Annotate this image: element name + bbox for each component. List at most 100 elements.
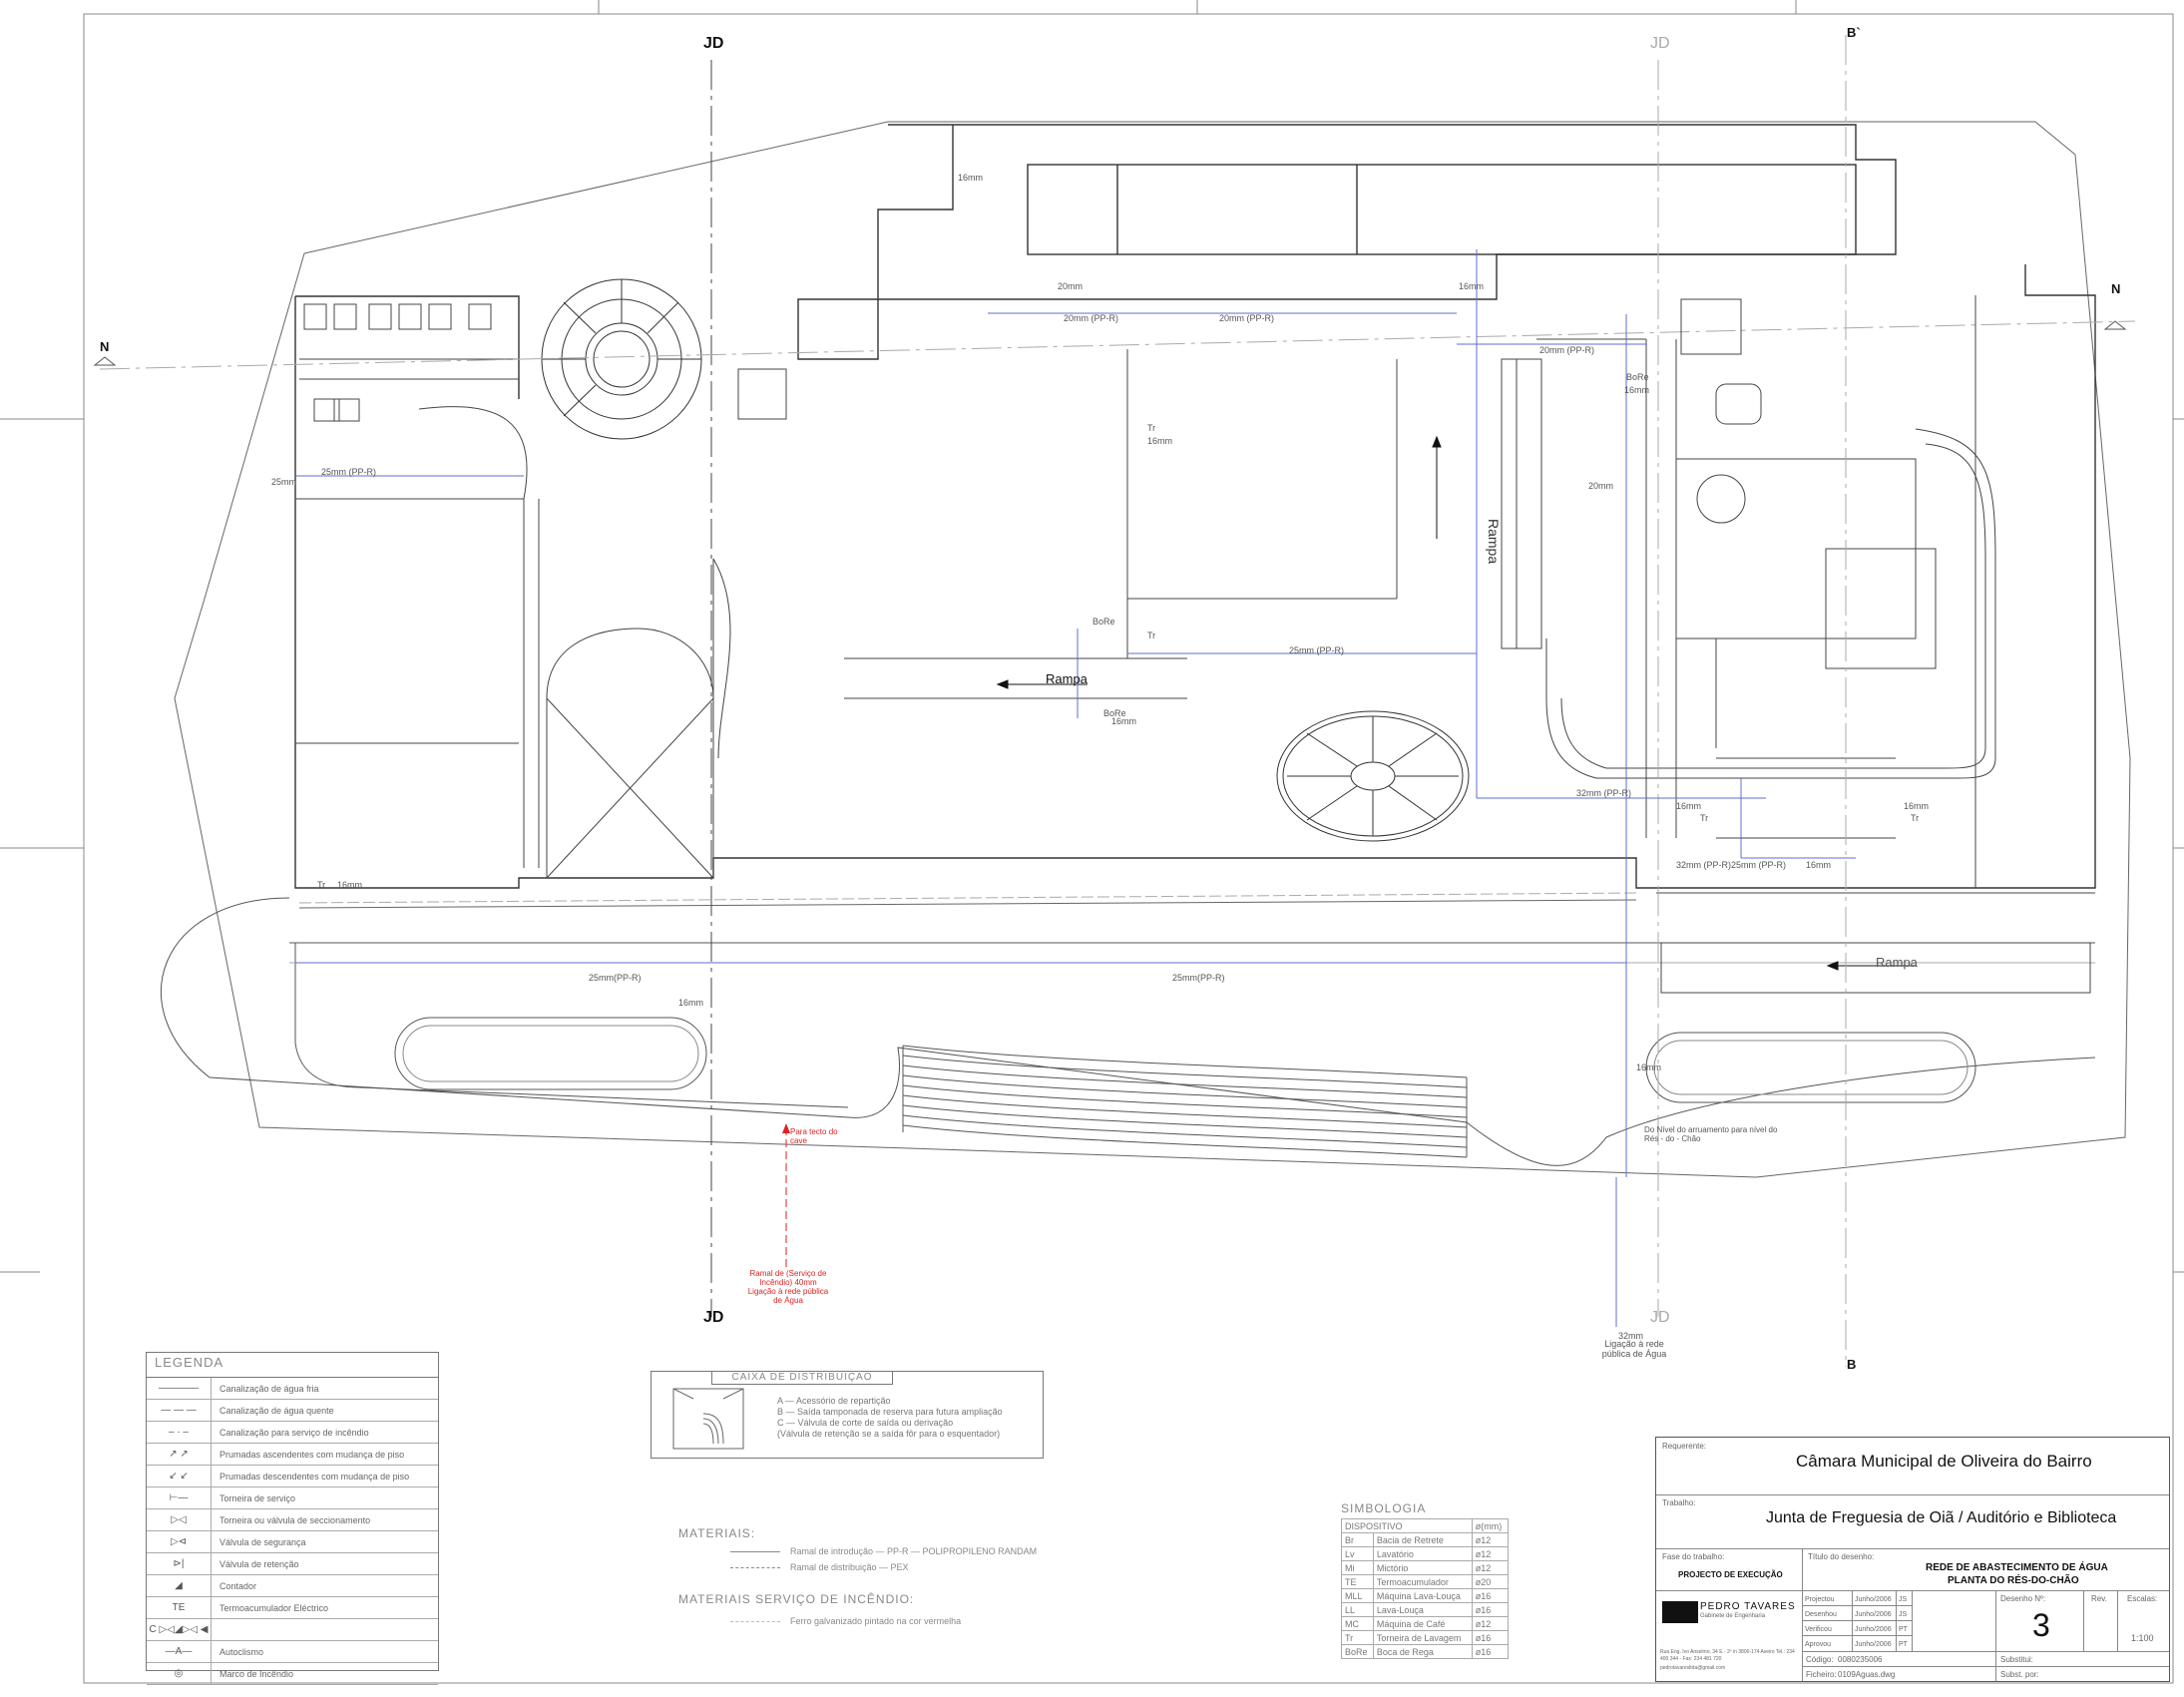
pipe-label-16-e: 16mm [1904,801,1930,811]
legend-text: Marco de Incêndio [219,1668,294,1679]
rampa-label-center: Rampa [1046,671,1088,686]
axis-b-prime: B` [1847,25,1861,40]
north-left: N [100,339,110,354]
legend-rows: ————Canalização de água fria— — —Canaliz… [147,1378,438,1685]
bore-label-1: BoRe [1092,617,1115,627]
pipe-label-25pr-south-1: 25mm(PP-R) [589,973,642,983]
tr-label-2: Tr [1147,631,1156,640]
tb-company: PEDRO TAVARES [1700,1601,1796,1612]
tb-titulo-1: REDE DE ABASTECIMENTO DE ÁGUA [1926,1562,2108,1573]
tb-titulo-label: Título do desenho: [1808,1552,1875,1561]
tb-substitui-label: Substitui: [2000,1655,2033,1664]
axis-jd-right-bottom: JD [1650,1309,1670,1326]
pipe-label-20pr-1: 20mm (PP-R) [1064,313,1119,323]
legend-symbol-icon: ◎ [147,1663,212,1684]
tb-rev-label: Rev. [2091,1594,2107,1603]
legend-text: Torneira de serviço [219,1492,296,1503]
caixa-item-a: A — Acessório de repartição [777,1396,891,1406]
pipe-label-25pr-south-2: 25mm(PP-R) [1172,973,1225,983]
legend-row: ⊳| Válvula de retenção [147,1553,438,1575]
simbologia-mm: ø16 [1471,1588,1510,1603]
pipe-label-16-c: 16mm [1636,1062,1662,1072]
pipe-label-32-a: 32mm [1618,1331,1644,1341]
simbologia-name: Termoacumulador [1372,1574,1473,1589]
simbologia-code: LL [1341,1602,1374,1617]
legend-row: ▷⊲Válvula de segurança [147,1531,438,1553]
tb-trabalho: Junta de Freguesia de Oiã / Auditório e … [1766,1509,2117,1526]
caixa-title: CAIXA DE DISTRIBUIÇÃO [711,1372,893,1385]
pipe-label-25pr-center: 25mm (PP-R) [1289,645,1345,655]
simbologia-mm: ø12 [1471,1532,1510,1547]
tb-titulo-2: PLANTA DO RÉS-DO-CHÃO [1948,1575,2079,1586]
legend-symbol-icon: ↙ ↙ [147,1466,212,1486]
pipe-label-16pr-top: 16mm [1459,281,1485,291]
simbologia-mm: ø20 [1471,1574,1510,1589]
tb-role-who: PT [1899,1641,1908,1648]
simbologia-code: Br [1341,1532,1374,1547]
legend-symbol-icon: ↗ ↗ [147,1444,212,1465]
pipe-label-20-a: 20mm [1058,281,1084,291]
pipe-label-16-a: 16mm [958,173,984,183]
tb-role-role: Desenhou [1805,1611,1837,1618]
pipe-label-16-wc: 16mm [1806,860,1832,870]
pipe-label-16-g: 16mm [1147,436,1173,446]
pipe-label-20-b: 20mm [1588,481,1614,491]
legend-text: Canalização para serviço de incêndio [219,1427,369,1438]
simbologia-mm: ø16 [1471,1630,1510,1645]
legend-symbol-icon: ⊳| [147,1553,212,1574]
nivel-note: Do Nível do arruamento para nível do Rés… [1644,1125,1778,1143]
legend-text: Válvula de retenção [219,1558,299,1569]
legend-text: Prumadas descendentes com mudança de pis… [219,1471,410,1482]
legend-symbol-icon: ———— [147,1378,212,1399]
legend-symbol-icon: C ▷◁◢▷◁ ◀ [147,1619,212,1640]
simbologia-mm: ø16 [1471,1644,1510,1659]
legend-text: Contador [219,1580,257,1591]
simbologia-header-disp: DISPOSITIVO [1341,1518,1473,1533]
tb-role-who: PT [1899,1626,1908,1633]
caixa-items: A — Acessório de repartição B — Saída ta… [777,1396,1003,1440]
tr-label-1: Tr [1147,423,1156,433]
caixa-item-b: B — Saída tamponada de reserva para futu… [777,1407,1003,1417]
legend-title: LEGENDA [147,1353,438,1378]
simbologia-code: Mi [1341,1560,1374,1575]
legend-row: ↗ ↗Prumadas ascendentes com mudança de p… [147,1444,438,1466]
tb-fase: PROJECTO DE EXECUÇÃO [1678,1570,1783,1579]
simbologia-name: Lava-Louça [1372,1602,1473,1617]
simbologia-name: Lavatório [1372,1546,1473,1561]
tb-address: Rua Eng. Ivo Anselmo, 34 E - 2º in 3800-… [1660,1649,1795,1662]
legend-row: ⊢—Torneira de serviço [147,1487,438,1509]
simbologia-code: BoRe [1341,1644,1374,1659]
red-ramal-note: Ramal de (Serviço de Incêndio) 40mm Liga… [747,1269,829,1305]
tb-email: pedrotavaresltda@gmail.com [1660,1665,1726,1671]
pipe-label-16-f: 16mm [337,880,363,890]
pipe-label-16-b: 16mm [678,998,704,1008]
tb-role-date: Junho/2006 [1855,1611,1892,1618]
tb-role-date: Junho/2006 [1855,1596,1892,1603]
simbologia-mm: ø12 [1471,1546,1510,1561]
simbologia-name: Torneira de Lavagem [1372,1630,1473,1645]
tb-desenho-label: Desenho Nº: [2000,1594,2046,1603]
pipe-label-16-d: 16mm [1676,801,1702,811]
axis-jd-bottom: JD [703,1309,724,1326]
legend-text [212,1619,219,1640]
simbologia-code: Tr [1341,1630,1374,1645]
legend-text: Termoacumulador Eléctrico [219,1602,329,1613]
tb-escalas-label: Escalas: [2127,1594,2158,1603]
axis-jd-top: JD [703,35,724,52]
pipe-label-20pr-2: 20mm (PP-R) [1219,313,1275,323]
tb-role-role: Verificou [1805,1626,1832,1633]
legend-symbol-icon: — — — [147,1400,212,1421]
tb-role-date: Junho/2006 [1855,1641,1892,1648]
simbologia-code: TE [1341,1574,1374,1589]
